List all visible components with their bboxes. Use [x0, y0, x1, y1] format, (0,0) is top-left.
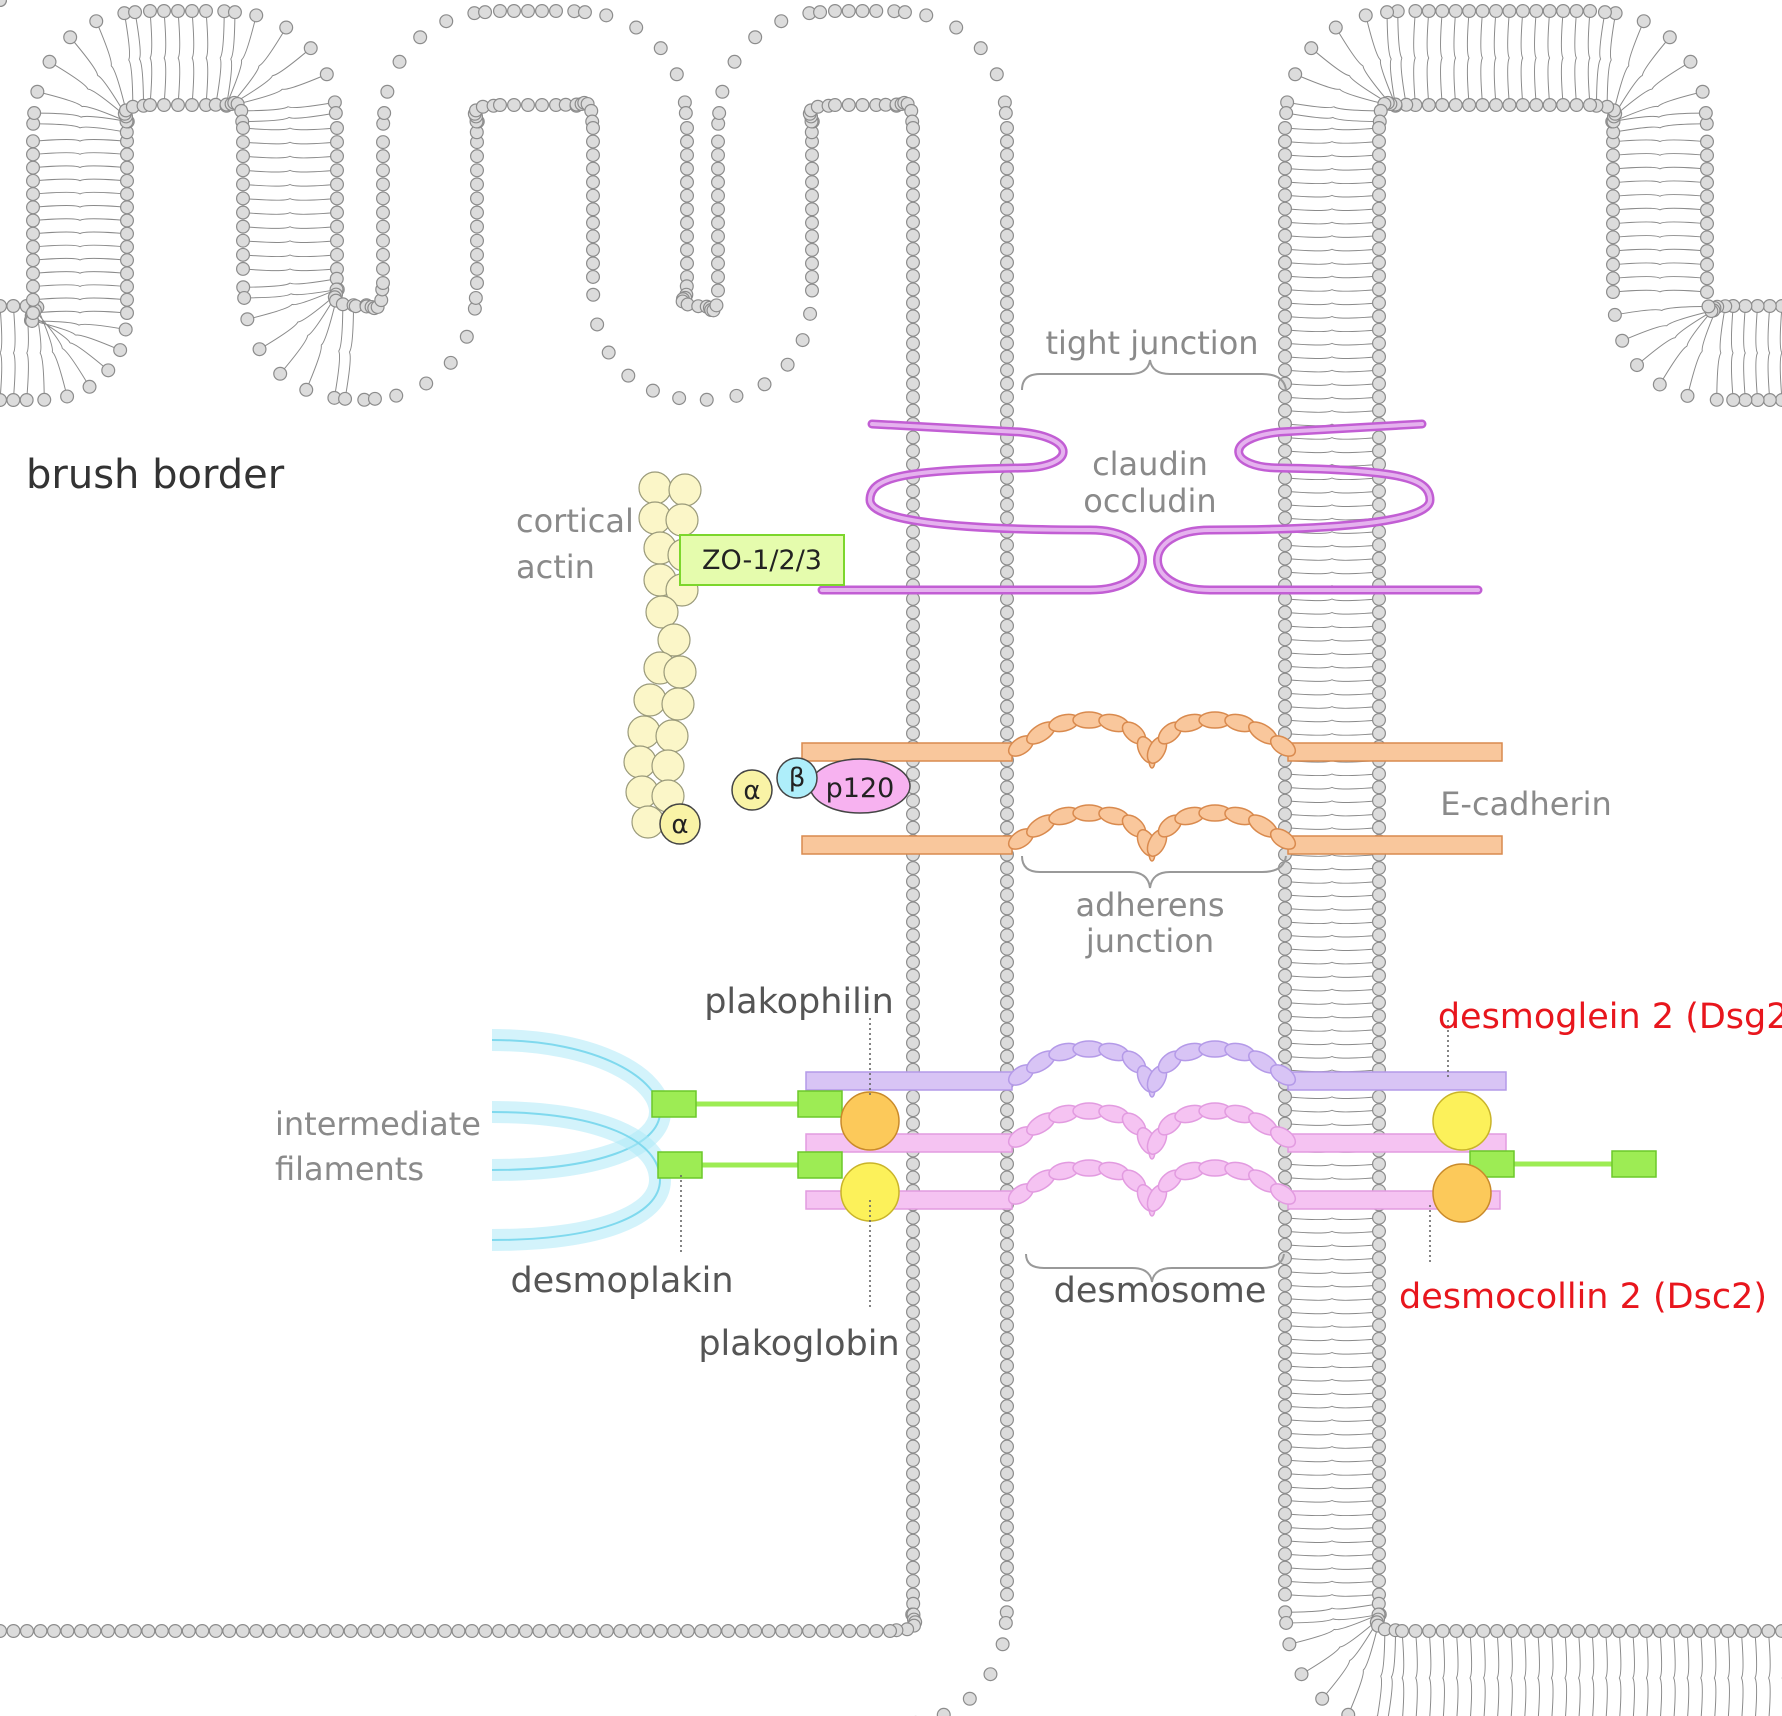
desmocollin-middle-left-rod: [805, 1133, 1013, 1153]
claudin-strand-right-inner: [1155, 422, 1480, 592]
desmosome-plaque: [651, 1090, 1657, 1223]
claudin-strand-left-inner: [820, 422, 1145, 592]
actin-label: actin: [516, 548, 595, 586]
e-cadherin-lower-ec-domain: [1269, 828, 1297, 850]
plakoglobin-left: [840, 1162, 900, 1222]
plakoglobin-right: [1432, 1091, 1492, 1151]
zo-complex: ZO-1/2/3: [679, 534, 845, 586]
desmoplakin-upper-tail: [797, 1090, 843, 1118]
p120-label: p120: [826, 773, 895, 804]
desmosome-brace: [1025, 1253, 1285, 1283]
desmoplakin-lower-head: [657, 1151, 703, 1179]
e-cadherin-molecules: [801, 711, 1503, 862]
alpha-catenin: [731, 769, 773, 811]
actin-monomer: [665, 503, 699, 537]
actin-monomer: [638, 471, 672, 505]
desmocollin-lower-ec-domain: [1269, 1183, 1297, 1205]
tight-junction-brace: [1021, 359, 1287, 391]
e-cadherin-label: E-cadherin: [1440, 785, 1612, 823]
labels: brush border tight junction claudin occl…: [26, 324, 1782, 1364]
alpha-catenin-actin: [659, 803, 701, 845]
alpha-actin-label: α: [671, 810, 688, 840]
actin-monomer: [633, 683, 667, 717]
desmoglein-label: desmoglein 2 (Dsg2): [1438, 997, 1782, 1037]
actin-monomer: [651, 749, 685, 783]
catenin-complex: p120 β α α: [659, 757, 911, 845]
e-cadherin-lower-right-rod: [1287, 835, 1503, 855]
desmoplakin-right: [1469, 1150, 1657, 1178]
actin-monomer: [657, 623, 691, 657]
tight-junction-label: tight junction: [1045, 324, 1258, 362]
actin-monomer: [631, 805, 665, 839]
filaments-label: filaments: [275, 1150, 424, 1188]
claudin-label: claudin: [1092, 445, 1208, 483]
e-cadherin-lower-left-rod: [801, 835, 1013, 855]
desmoplakin-label: desmoplakin: [510, 1261, 733, 1301]
actin-monomer: [661, 687, 695, 721]
e-cadherin-upper: [801, 711, 1503, 769]
plakoglobin-label: plakoglobin: [698, 1324, 899, 1364]
alpha-label: α: [743, 776, 760, 806]
adherens-label: adherens: [1076, 886, 1225, 924]
left-cell-membrane-tails: [0, 10, 355, 401]
actin-monomer: [627, 715, 661, 749]
zo-label: ZO-1/2/3: [702, 545, 822, 576]
desmoplakin-upper-head: [651, 1090, 697, 1118]
cortical-actin-filament: [623, 471, 702, 839]
plakophilin-left: [840, 1091, 900, 1151]
adherens-junction-brace: [1021, 855, 1287, 889]
desmoplakin-lower-tail: [797, 1151, 843, 1179]
intermediate-filament-edge-1: [491, 1111, 662, 1241]
desmoplakin-right-tail: [1611, 1150, 1657, 1178]
plakophilin-label: plakophilin: [704, 982, 894, 1022]
actin-monomer: [668, 473, 702, 507]
plakophilin-right: [1432, 1163, 1492, 1223]
desmoglein-upper: [805, 1040, 1507, 1098]
e-cadherin-upper-left-rod: [801, 742, 1013, 762]
beta-label: β: [789, 763, 806, 793]
brush-border-label: brush border: [26, 452, 285, 498]
right-cell-membrane-heads: [1277, 3, 1782, 1716]
cortical-label: cortical: [516, 502, 634, 540]
right-cell-membrane: [1277, 3, 1782, 1716]
left-cell-membrane-heads: [0, 0, 1014, 1716]
desmoglein-upper-ec-domain: [1269, 1064, 1297, 1086]
braces: [1021, 359, 1287, 1283]
actin-monomer: [623, 745, 657, 779]
actin-monomer: [645, 595, 679, 629]
leader-lines: [680, 1018, 1449, 1310]
desmocollin-middle-ec-domain: [1269, 1126, 1297, 1148]
desmoglein-upper-right-rod: [1287, 1071, 1507, 1091]
beta-catenin: [776, 757, 818, 799]
desmoglein-upper-left-rod: [805, 1071, 1013, 1091]
desmoplakin-lower: [657, 1151, 843, 1179]
desmoplakin-upper: [651, 1090, 843, 1118]
tight-junction-proteins: [817, 419, 1483, 595]
actin-monomer: [655, 719, 689, 753]
occludin-label: occludin: [1083, 482, 1216, 520]
e-cadherin-upper-right-rod: [1287, 742, 1503, 762]
desmocollin-label: desmocollin 2 (Dsc2): [1399, 1277, 1767, 1317]
e-cadherin-upper-ec-domain: [1269, 735, 1297, 757]
e-cadherin-lower: [801, 804, 1503, 862]
desmocollin-lower-left-rod: [805, 1190, 1013, 1210]
desmosome-label: desmosome: [1054, 1271, 1267, 1311]
intermediate-label: intermediate: [275, 1105, 481, 1143]
left-cell-membrane: [0, 0, 1014, 1716]
actin-monomer: [663, 655, 697, 689]
junction-label: junction: [1085, 922, 1214, 960]
zo-box: [679, 534, 845, 586]
intermediate-filaments: [491, 1029, 672, 1251]
